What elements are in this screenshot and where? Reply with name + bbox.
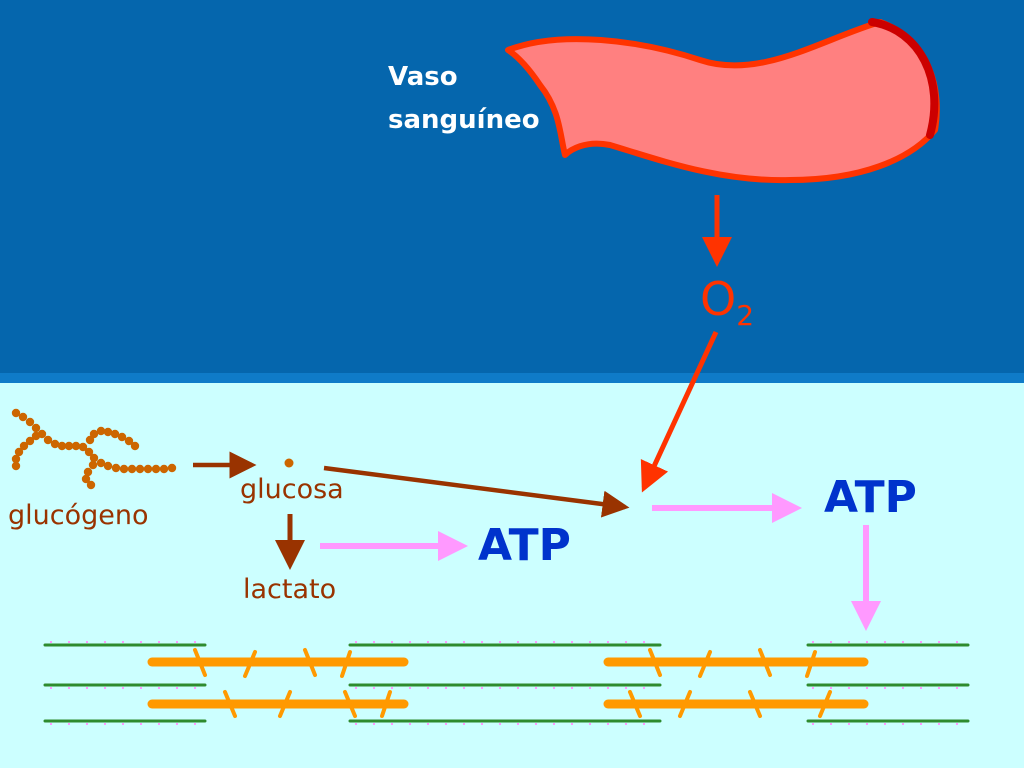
oxygen-label: O2 — [700, 272, 755, 332]
lactate-label: lactato — [243, 574, 337, 605]
atp-anaerobic-label: ATP — [478, 520, 571, 571]
myofibril-icon — [43, 641, 970, 725]
glucose-label: glucosa — [240, 474, 344, 505]
glycogen-chain-icon — [11, 408, 294, 490]
oxygen-to-mitochondria-arrow — [640, 330, 719, 493]
glucose-to-mitochondria-arrow — [323, 465, 630, 518]
cell-membrane — [0, 373, 1024, 383]
glycogen-label: glucógeno — [8, 500, 149, 531]
vessel-label-line2: sanguíneo — [388, 105, 540, 135]
vessel-label-line1: Vaso — [388, 62, 458, 92]
atp-aerobic-label: ATP — [824, 472, 917, 523]
blood-vessel-icon — [505, 18, 940, 184]
